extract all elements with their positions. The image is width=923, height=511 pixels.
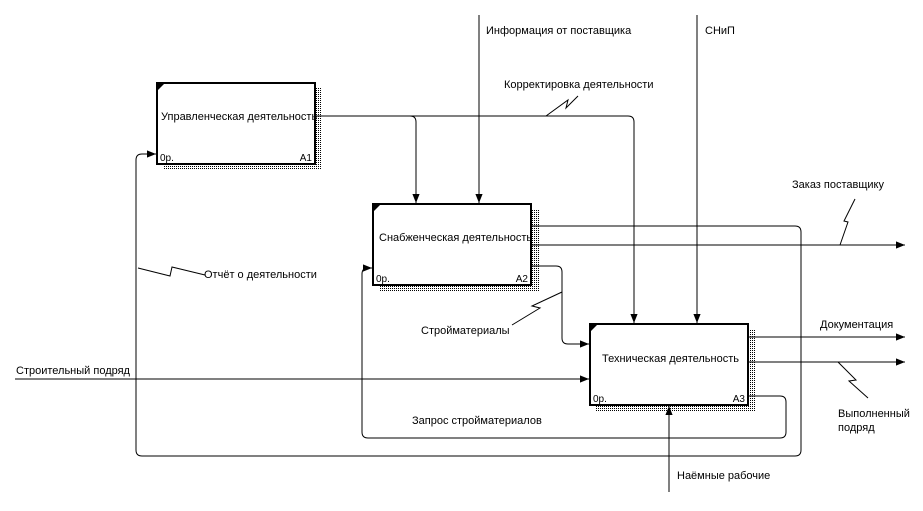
arrow-label: Выполненный	[838, 408, 910, 420]
box-corner-mark	[374, 205, 380, 211]
arrow-label: Запрос стройматериалов	[412, 415, 542, 427]
arrow-label: Наёмные рабочие	[677, 470, 770, 482]
squiggle	[511, 291, 563, 326]
box-frame	[589, 323, 749, 406]
squiggle	[839, 198, 856, 246]
arrow-label-line2: подряд	[838, 422, 875, 434]
arrow-label: Стройматериалы	[421, 325, 510, 337]
box-corner-mark	[591, 325, 597, 331]
arrow-label: Информация от поставщика	[486, 25, 632, 37]
arrow-snip[interactable]: СНиП	[693, 15, 735, 323]
box-cost: 0р.	[376, 274, 390, 285]
box-id: A1	[300, 153, 313, 164]
box-corner-mark	[158, 84, 164, 90]
arrow-supplier-info[interactable]: Информация от поставщика	[475, 15, 632, 203]
arrow-label: Корректировка деятельности	[504, 79, 654, 91]
squiggle	[137, 266, 206, 277]
box-id: A2	[516, 274, 529, 285]
arrow-materials-request[interactable]: Запрос стройматериалов	[361, 264, 787, 439]
activity-box-a3[interactable]: Техническая деятельность 0р. A3	[589, 323, 756, 411]
arrow-label: СНиП	[705, 25, 735, 37]
box-title: Техническая деятельность	[602, 353, 739, 365]
arrow-label: Заказ поставщику	[792, 179, 884, 191]
box-title: Снабженческая деятельность	[379, 232, 532, 244]
box-id: A3	[733, 394, 746, 405]
arrow-hired-workers[interactable]: Наёмные рабочие	[665, 406, 770, 492]
arrow-activity-report[interactable]: Отчёт о деятельности	[135, 150, 802, 457]
box-frame	[156, 82, 316, 165]
squiggle	[545, 95, 579, 117]
arrow-label: Строительный подряд	[16, 365, 131, 377]
arrow-label: Отчёт о деятельности	[204, 269, 317, 281]
arrow-completed-contract[interactable]: Выполненный подряд	[749, 358, 910, 434]
box-cost: 0р.	[593, 394, 607, 405]
arrow-correction[interactable]: Корректировка деятельности	[316, 79, 654, 323]
arrow-building-materials[interactable]: Стройматериалы	[421, 265, 589, 348]
arrow-documentation[interactable]: Документация	[749, 319, 905, 341]
arrow-label: Документация	[820, 319, 893, 331]
activity-box-a1[interactable]: Управленческая деятельность 0р. A1	[156, 82, 322, 169]
box-cost: 0р.	[160, 153, 174, 164]
activity-box-a2[interactable]: Снабженческая деятельность 0р. A2	[372, 203, 539, 291]
box-title: Управленческая деятельность	[161, 111, 317, 123]
arrow-supplier-order[interactable]: Заказ поставщику	[532, 179, 905, 249]
squiggle	[837, 361, 869, 399]
arrow-construction-contract[interactable]: Строительный подряд	[15, 365, 589, 383]
box-frame	[372, 203, 532, 286]
